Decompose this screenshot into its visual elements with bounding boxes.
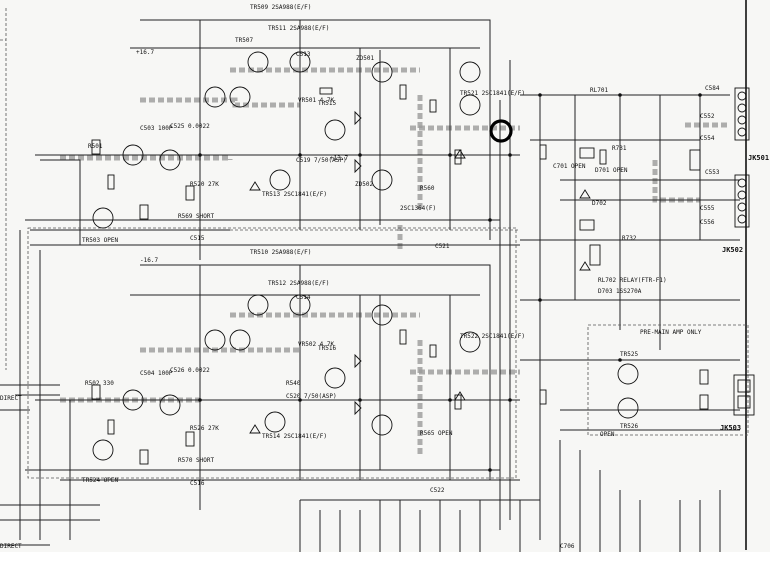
label-r502: R502 330 xyxy=(85,380,114,387)
label-tr514: TR514 2SC1841(E/F) xyxy=(262,433,327,440)
label-vee-top: -16.7 xyxy=(140,257,158,264)
label-r731: R731 xyxy=(612,145,627,152)
label-c525: C525 0.0022 xyxy=(170,123,210,130)
label-c514: C514 xyxy=(296,294,311,301)
label-vr501: VR501 4.7K xyxy=(298,97,335,104)
label-r565: R565 OPEN xyxy=(420,430,453,437)
label-v13: +13.7 xyxy=(330,155,348,162)
label-vcc-top: +16.7 xyxy=(136,49,154,56)
label-c554: C554 xyxy=(700,135,715,142)
label-c516: C516 xyxy=(190,480,205,487)
label-zd501: ZD501 xyxy=(356,55,374,62)
label-tr516: TR516 xyxy=(318,345,336,352)
label-tr509: TR509 2SA988(E/F) xyxy=(250,4,311,11)
label-r560: R560 xyxy=(420,185,435,192)
label-d701: D701 OPEN xyxy=(595,167,628,174)
label-direct-upper: DIRECT xyxy=(0,395,22,402)
label-jk501: JK501 xyxy=(748,154,769,162)
label-c526: C526 0.0022 xyxy=(170,367,210,374)
label-d702: D702 xyxy=(592,200,607,207)
label-tr507: TR507 xyxy=(235,37,253,44)
label-c556: C556 xyxy=(700,219,715,226)
label-direct-lower: DIRECT xyxy=(0,543,22,550)
label-tr526: TR526 xyxy=(620,423,638,430)
label-c503: C503 100P xyxy=(140,125,173,132)
label-r570: R570 SHORT xyxy=(178,457,215,464)
label-tr512: TR512 2SA988(E/F) xyxy=(268,280,329,287)
label-c519: C519 7/50(ASP) xyxy=(296,157,347,164)
label-tr525: TR525 xyxy=(620,351,638,358)
label-d703: D703 1SS270A xyxy=(598,288,642,295)
label-open-right: OPEN xyxy=(600,431,615,438)
label-c555: C555 xyxy=(700,205,715,212)
output-terminal-upper xyxy=(734,87,750,228)
label-r569: R569 SHORT xyxy=(178,213,215,220)
label-c584: C584 xyxy=(705,85,720,92)
label-ic-ref: 2SC1364(F) xyxy=(400,205,436,212)
label-r501: R501 xyxy=(88,143,103,150)
label-c706: C706 xyxy=(560,543,575,550)
label-tr524: TR524 OPEN xyxy=(82,477,119,484)
label-zd502: ZD502 xyxy=(355,181,373,188)
label-premain: PRE-MAIN AMP ONLY xyxy=(640,329,702,336)
label-tr515: TR515 xyxy=(318,100,336,107)
label-tr511: TR511 2SA988(E/F) xyxy=(268,25,329,32)
label-rl701: RL701 xyxy=(590,87,608,94)
label-tr513: TR513 2SC1841(E/F) xyxy=(262,191,327,198)
label-vr502: VR502 4.7K xyxy=(298,341,335,348)
label-r520: R520 27K xyxy=(190,181,219,188)
label-tr521: TR521 2SC1841(E/F) xyxy=(460,90,525,97)
label-c515: C515 xyxy=(190,235,205,242)
highlight-circle xyxy=(489,119,513,143)
label-c552: C552 xyxy=(700,113,715,120)
label-c513: C513 xyxy=(296,51,311,58)
label-c521: C521 xyxy=(435,243,450,250)
label-c504: C504 100P xyxy=(140,370,173,377)
label-tr503: TR503 OPEN xyxy=(82,237,119,244)
label-c553: C553 xyxy=(705,169,720,176)
label-jk503: JK503 xyxy=(720,424,741,432)
label-c520: C520 7/50(ASP) xyxy=(286,393,337,400)
label-c701: C701 OPEN xyxy=(553,163,586,170)
label-r526: R526 27K xyxy=(190,425,219,432)
label-tr510: TR510 2SA988(E/F) xyxy=(250,249,311,256)
label-r540: R540 xyxy=(286,380,301,387)
label-jk502: JK502 xyxy=(722,246,743,254)
label-r732: R732 xyxy=(622,235,637,242)
label-tr522: TR522 2SC1841(E/F) xyxy=(460,333,525,340)
label-rl702: RL702 RELAY(FTR-F1) xyxy=(598,277,667,284)
label-c522: C522 xyxy=(430,487,445,494)
output-jack-lower xyxy=(733,374,755,416)
